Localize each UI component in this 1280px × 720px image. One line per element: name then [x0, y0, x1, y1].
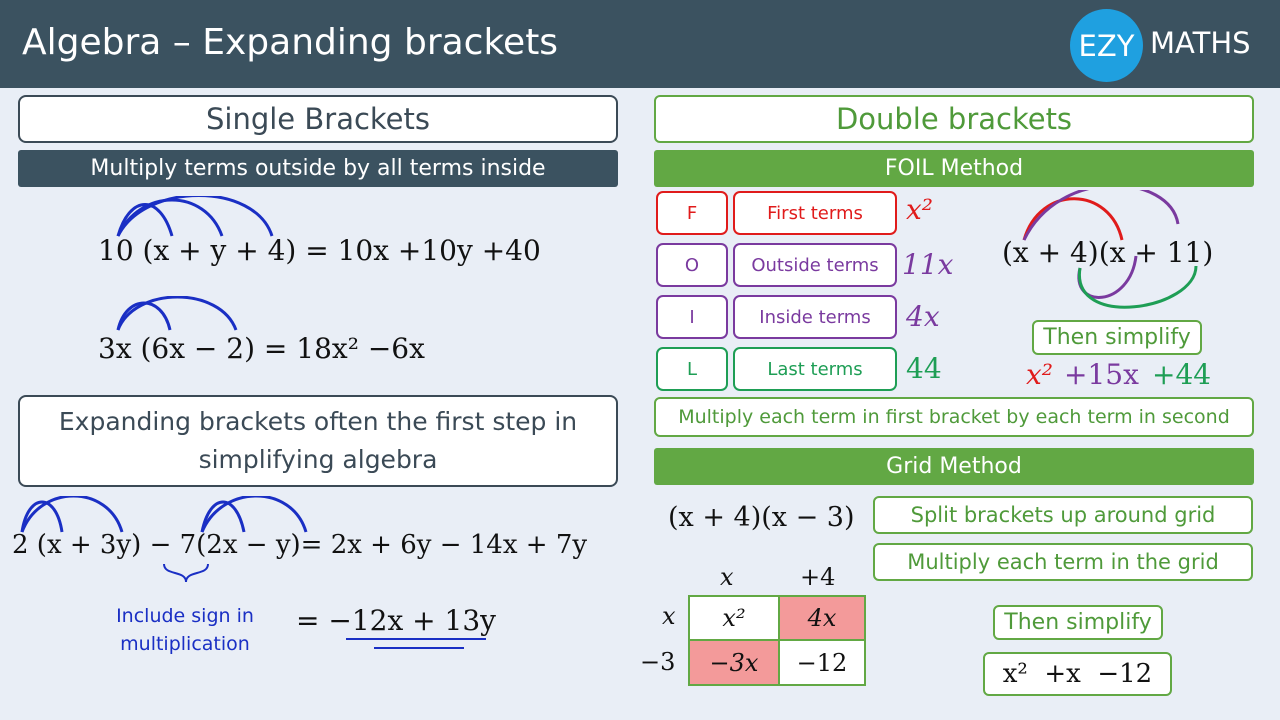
foil-term-inside: Inside terms [733, 295, 897, 339]
sign-note: Include sign in multiplication [100, 602, 270, 658]
single-equation-3-result: = −12x + 13y [296, 604, 496, 637]
foil-result-15x: +15x [1064, 358, 1139, 391]
header-bar [0, 0, 1280, 88]
grid-col-header-x: x [720, 563, 734, 591]
foil-letter-o: O [656, 243, 728, 287]
grid-method-bar: Grid Method [654, 448, 1254, 485]
multiply-note: Multiply each term in first bracket by e… [654, 397, 1254, 437]
grid-note-multiply: Multiply each term in the grid [873, 543, 1253, 581]
sign-brace [163, 563, 209, 583]
single-equation-1: 10 (x + y + 4) = 10x +10y +40 [98, 234, 541, 267]
logo-text: MATHS [1150, 26, 1251, 60]
foil-letter-l: L [656, 347, 728, 391]
expanding-note: Expanding brackets often the first step … [18, 395, 618, 487]
sign-note-line1: Include sign in [116, 605, 254, 627]
sign-note-line2: multiplication [120, 633, 250, 655]
foil-expression: (x + 4)(x + 11) [1002, 236, 1214, 269]
foil-result-x2: x² [1026, 358, 1054, 391]
foil-letter-i: I [656, 295, 728, 339]
single-equation-2: 3x (6x − 2) = 18x² −6x [98, 332, 425, 365]
page-title: Algebra – Expanding brackets [22, 22, 559, 63]
grid-note-split: Split brackets up around grid [873, 496, 1253, 534]
grid-cell-x2: x² [688, 595, 780, 641]
eq1-arcs [116, 196, 274, 237]
foil-result-last: 44 [906, 352, 942, 385]
foil-result-outside: 11x [902, 248, 954, 281]
grid-col-header-4: +4 [800, 563, 836, 591]
grid-result: x² +x −12 [983, 652, 1172, 696]
single-rule-bar: Multiply terms outside by all terms insi… [18, 150, 618, 187]
grid-row-header-3: −3 [640, 648, 676, 676]
eq3-arcs [20, 496, 308, 533]
foil-method-bar: FOIL Method [654, 150, 1254, 187]
foil-term-last: Last terms [733, 347, 897, 391]
grid-cell-4x: 4x [778, 595, 866, 641]
foil-result-inside: 4x [906, 300, 940, 333]
single-equation-3: 2 (x + 3y) − 7(2x − y)= 2x + 6y − 14x + … [12, 530, 588, 560]
then-simplify-2: Then simplify [993, 605, 1163, 640]
grid-cell-neg3x: −3x [688, 639, 780, 686]
grid-row-header-x: x [662, 602, 676, 630]
grid-expression: (x + 4)(x − 3) [668, 502, 855, 533]
eq2-arcs [116, 296, 238, 331]
double-brackets-heading: Double brackets [654, 95, 1254, 143]
logo-circle: EZY [1070, 9, 1143, 82]
then-simplify-1: Then simplify [1032, 320, 1202, 355]
result-underline-1 [346, 638, 486, 640]
foil-letter-f: F [656, 191, 728, 235]
foil-arcs [1022, 190, 1198, 309]
single-brackets-heading: Single Brackets [18, 95, 618, 143]
foil-result-44: +44 [1152, 358, 1212, 391]
foil-term-first: First terms [733, 191, 897, 235]
foil-result-first: x² [906, 193, 934, 226]
result-underline-2 [374, 647, 464, 649]
grid-cell-neg12: −12 [778, 639, 866, 686]
foil-term-outside: Outside terms [733, 243, 897, 287]
